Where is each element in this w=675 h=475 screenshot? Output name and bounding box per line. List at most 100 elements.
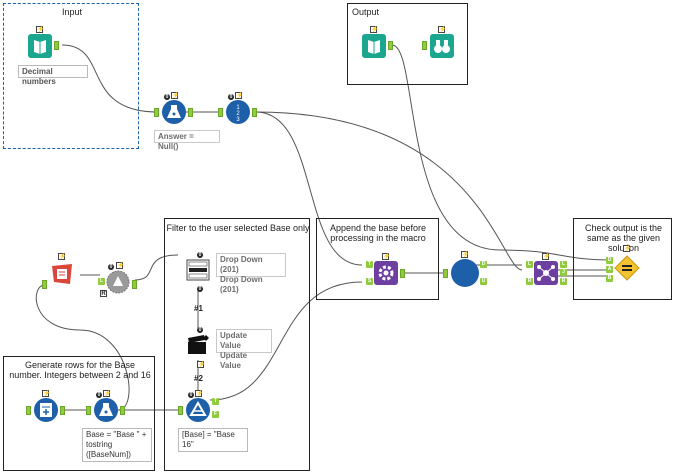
lightning-badge: ⚡ <box>36 26 45 33</box>
container-output[interactable]: Output <box>347 3 468 85</box>
wire-formula2-textin <box>35 284 130 411</box>
anchor-t[interactable]: T <box>366 261 373 268</box>
annotation-dropdown: Drop Down (201) Drop Down (201) <box>216 253 286 294</box>
container-title: Output <box>352 7 380 17</box>
input-anchor[interactable] <box>443 269 448 278</box>
connection-label-2: #2 <box>194 374 203 383</box>
input-data-icon[interactable] <box>28 34 52 58</box>
anchor-r[interactable]: R <box>100 290 107 297</box>
generate-rows-icon[interactable] <box>34 398 58 422</box>
anchor-r[interactable]: R <box>526 278 533 285</box>
filter-icon[interactable] <box>186 398 210 422</box>
anchor-u[interactable]: U <box>480 278 487 285</box>
lightning-badge: ⚡ <box>623 245 632 252</box>
lightning-badge: ⚡ <box>103 390 112 397</box>
input-anchor[interactable] <box>422 41 427 50</box>
output-anchor[interactable] <box>132 280 137 289</box>
input-anchor[interactable] <box>42 280 47 289</box>
wire-recordid-macro <box>255 111 363 266</box>
input-anchor[interactable] <box>154 108 159 117</box>
macro-gear-icon[interactable] <box>374 261 398 285</box>
anchor-r-out[interactable]: R <box>560 278 567 285</box>
lightning-badge: ⚡ <box>195 390 204 397</box>
anchor-a[interactable]: A <box>606 266 613 273</box>
annotation-base-formula: Base = "Base " + tostring ([BaseNum]) <box>82 428 152 462</box>
lightning-badge: ⚡ <box>58 253 67 260</box>
anchor-d[interactable]: D <box>606 257 613 264</box>
svg-text:2: 2 <box>236 111 240 117</box>
lightning-badge: ⚡ <box>542 253 551 260</box>
select-icon[interactable] <box>106 270 130 294</box>
connection-progress-badge: 0 <box>164 94 170 100</box>
annotation-formula-null: Answer = Null() <box>154 130 220 151</box>
anchor-d[interactable]: D <box>480 261 487 268</box>
lightning-badge: ⚡ <box>382 253 391 260</box>
test-equal-icon[interactable] <box>614 255 640 281</box>
lightning-badge: ⚡ <box>171 92 180 99</box>
container-generate[interactable]: Generate rows for the Base number. Integ… <box>3 356 155 471</box>
lightning-badge: ⚡ <box>461 251 470 258</box>
wire-output-union <box>391 44 613 261</box>
annotation-update-value: Update Value Update Value <box>216 329 272 370</box>
output-anchor[interactable] <box>400 269 405 278</box>
connection-progress-badge: 0 <box>197 252 203 258</box>
output-anchor[interactable] <box>252 108 257 117</box>
wire-select-dropdown <box>134 254 179 281</box>
connection-label-1: #1 <box>194 304 203 313</box>
svg-text:3: 3 <box>236 117 240 123</box>
join-circle-icon[interactable] <box>451 259 479 287</box>
anchor-l[interactable]: L <box>98 278 105 285</box>
lightning-badge: ⚡ <box>42 390 51 397</box>
lightning-badge: ⚡ <box>235 92 244 99</box>
container-title: Append the base before processing in the… <box>329 223 427 243</box>
container-title: Input <box>61 7 83 17</box>
connection-progress-badge: 0 <box>96 392 102 398</box>
input-anchor[interactable] <box>86 406 91 415</box>
union-icon[interactable] <box>534 261 558 285</box>
lightning-badge: ⚡ <box>116 262 125 269</box>
anchor-true[interactable]: T <box>212 398 219 405</box>
anchor-j-out[interactable]: J <box>560 269 567 276</box>
container-input[interactable]: Input <box>3 3 139 149</box>
lightning-badge: ⚡ <box>370 26 379 33</box>
wire-input-formula <box>61 44 159 113</box>
binoculars-icon[interactable] <box>430 34 454 58</box>
anchor-l-out[interactable]: L <box>560 261 567 268</box>
text-input-icon[interactable] <box>50 262 74 286</box>
anchor-b[interactable]: B <box>606 275 613 282</box>
output-anchor[interactable] <box>120 406 125 415</box>
input-data-icon[interactable] <box>362 34 386 58</box>
connection-progress-badge: 0 <box>228 94 234 100</box>
annotation-filter-expr: [Base] = "Base 16" <box>178 428 248 452</box>
formula-flask-icon[interactable] <box>94 398 118 422</box>
dropdown-interface-icon[interactable] <box>186 258 210 282</box>
connection-progress-badge: 0 <box>197 327 203 333</box>
input-anchor[interactable] <box>26 406 31 415</box>
formula-flask-icon[interactable] <box>162 100 186 124</box>
connection-progress-badge: 0 <box>188 392 194 398</box>
anchor-l[interactable]: L <box>526 261 533 268</box>
svg-text:1: 1 <box>236 105 240 111</box>
anchor-s[interactable]: S <box>366 278 373 285</box>
output-anchor[interactable] <box>60 406 65 415</box>
wire-recordid-union <box>255 111 523 271</box>
output-anchor[interactable] <box>188 108 193 117</box>
container-filter[interactable]: Filter to the user selected Base only <box>164 218 310 471</box>
container-title: Generate rows for the Base number. Integ… <box>9 360 151 380</box>
anchor-false[interactable]: F <box>212 411 219 418</box>
input-anchor[interactable] <box>178 406 183 415</box>
output-anchor[interactable] <box>388 41 393 50</box>
output-anchor[interactable] <box>54 41 59 50</box>
action-clapper-icon[interactable] <box>186 333 210 357</box>
lightning-badge: ⚡ <box>197 361 206 368</box>
lightning-badge: ⚡ <box>438 26 447 33</box>
input-anchor[interactable] <box>218 108 223 117</box>
container-title: Filter to the user selected Base only <box>166 223 310 233</box>
container-append[interactable]: Append the base before processing in the… <box>316 218 439 300</box>
wire-filter-macro <box>209 281 363 401</box>
connection-progress-badge: 0 <box>197 286 203 292</box>
annotation-input-data: Decimal numbers <box>18 65 88 86</box>
